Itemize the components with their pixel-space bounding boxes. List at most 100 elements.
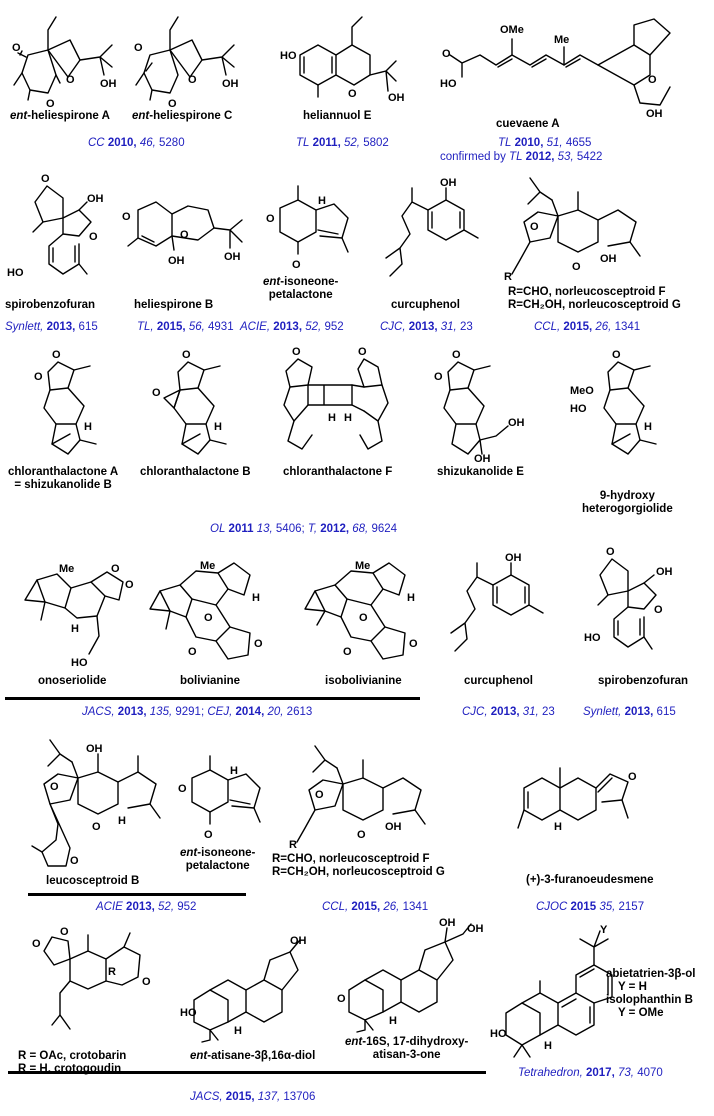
compound-name-ent-atisane-diol: ent-atisane-3β,16α-diol: [190, 1050, 316, 1062]
atom-oh: OH: [87, 193, 104, 205]
atom-oh: OH: [474, 453, 491, 465]
atom-o: O: [92, 821, 101, 833]
divider-rule: [28, 893, 246, 896]
reference-jacs-2013-cej-2014: JACS, 2013, 135, 9291; CEJ, 2014, 20, 26…: [82, 706, 313, 718]
structure-ent-atisane-diol: OH HO H: [180, 930, 320, 1045]
atom-o: O: [358, 346, 367, 358]
compound-name-shizukanolide-e: shizukanolide E: [437, 466, 524, 478]
atom-o: O: [125, 579, 134, 591]
atom-me: Me: [59, 563, 74, 575]
atom-ho: HO: [71, 657, 88, 669]
atom-o: O: [180, 229, 189, 241]
atom-o: O: [134, 42, 143, 54]
atom-r: R: [108, 966, 116, 978]
atom-o: O: [34, 371, 43, 383]
atom-oh: OH: [100, 78, 117, 90]
atom-o: O: [66, 74, 75, 86]
compound-name-ent-isoneonepetalactone: ent-isoneone-petalactone: [263, 276, 339, 301]
atom-oh: OH: [646, 108, 663, 120]
atom-oh: OH: [656, 566, 673, 578]
atom-oh: OH: [600, 253, 617, 265]
atom-o: O: [122, 211, 131, 223]
atom-h: H: [71, 623, 79, 635]
atom-h: H: [318, 195, 326, 207]
atom-h: H: [407, 592, 415, 604]
compound-name-abietatrienol: abietatrien-3β-ol Y = H isolophanthin B …: [606, 968, 696, 1019]
atom-o: O: [204, 829, 213, 841]
atom-o: O: [434, 371, 443, 383]
atom-h: H: [230, 765, 238, 777]
reference-ol-2011-t-2012: OL 2011 13, 5406; T, 2012, 68, 9624: [210, 523, 398, 535]
compound-name-chloranthalactone-a: chloranthalactone A= shizukanolide B: [8, 466, 119, 491]
atom-o: O: [60, 926, 69, 938]
atom-oh: OH: [290, 935, 307, 947]
atom-o: O: [32, 938, 41, 950]
atom-me: Me: [554, 34, 569, 46]
atom-oh: OH: [508, 417, 525, 429]
atom-o: O: [266, 213, 275, 225]
atom-meo: MeO: [570, 385, 594, 397]
reference-synlett-2013: Synlett, 2013, 615: [5, 321, 98, 333]
atom-h: H: [84, 421, 92, 433]
atom-o: O: [52, 349, 61, 361]
reference-ccl-2015: CCL, 2015, 26, 1341: [534, 321, 641, 333]
reference-cjc-2013-b: CJC, 2013, 31, 23: [462, 706, 555, 718]
atom-o: O: [452, 349, 461, 361]
structure-isobolivianine: Me O O O H: [295, 555, 435, 670]
atom-o: O: [168, 98, 177, 110]
structure-curcuphenol-2: OH: [445, 552, 555, 670]
atom-ome: OMe: [500, 24, 524, 36]
divider-rule: [8, 1071, 486, 1074]
reference-tl-2010: TL 2010, 51, 4655: [498, 137, 592, 149]
structure-ent-isoneonepetalactone-2: O O H: [170, 752, 270, 842]
compound-name-ent-heliespirone-a: ent-heliespirone A: [10, 110, 110, 122]
reference-cjoc-2015: CJOC 2015 35, 2157: [536, 901, 645, 913]
atom-o: O: [343, 646, 352, 658]
reference-acie-2013: ACIE, 2013, 52, 952: [240, 321, 344, 333]
atom-o: O: [89, 231, 98, 243]
structure-cuevaene-a: O HO OMe Me O OH: [440, 5, 710, 120]
structure-heliannuol-e: HO O OH: [280, 5, 410, 105]
structure-chloranthalactone-b: O O H: [150, 349, 260, 465]
compound-name-heliannuol-e: heliannuol E: [303, 110, 372, 122]
structure-ent-16s-dihydroxy-atisanone: OH OH O H: [335, 917, 485, 1033]
compound-name-spirobenzofuran: spirobenzofuran: [5, 299, 96, 311]
atom-o: O: [254, 638, 263, 650]
structure-norleucosceptroid-2: O O OH R: [285, 738, 485, 853]
atom-oh: OH: [168, 255, 185, 267]
atom-oh: OH: [86, 743, 103, 755]
structure-heliespirone-b: O O OH OH: [118, 180, 248, 290]
atom-o: O: [348, 88, 357, 100]
atom-oh: OH: [439, 917, 456, 929]
compound-name-curcuphenol: curcuphenol: [391, 299, 461, 311]
atom-oh: OH: [505, 552, 522, 564]
atom-h: H: [554, 821, 562, 833]
reference-jacs-2015: JACS, 2015, 137, 13706: [190, 1091, 316, 1103]
atom-o: O: [46, 98, 55, 110]
atom-o: O: [357, 829, 366, 841]
reference-tl-2012-confirmed: confirmed by TL 2012, 53, 5422: [440, 151, 603, 163]
structure-norleucosceptroid: O O OH R: [500, 170, 700, 285]
compound-name-spirobenzofuran-2: spirobenzofuran: [598, 675, 689, 687]
structure-3-furanoeudesmene: O H: [510, 752, 660, 852]
compound-name-heliespirone-b: heliespirone B: [134, 299, 214, 311]
atom-o: O: [654, 604, 663, 616]
structure-spirobenzofuran-2: O OH O HO: [570, 545, 690, 665]
atom-o: O: [442, 48, 451, 60]
reference-synlett-2013-b: Synlett, 2013, 615: [583, 706, 676, 718]
structure-abietatrienol: Y HO H: [488, 924, 628, 1065]
atom-oh: OH: [222, 78, 239, 90]
atom-r: R: [504, 271, 512, 283]
compound-name-ent-isoneonepetalactone-2: ent-isoneone-petalactone: [180, 847, 256, 872]
atom-o: O: [315, 789, 324, 801]
atom-ho: HO: [280, 50, 297, 62]
atom-h: H: [328, 412, 336, 424]
atom-oh: OH: [385, 821, 402, 833]
atom-o: O: [142, 976, 151, 988]
reference-acie-2013-b: ACIE 2013, 52, 952: [96, 901, 197, 913]
reference-cjc-2013: CJC, 2013, 31, 23: [380, 321, 473, 333]
compound-name-curcuphenol-2: curcuphenol: [464, 675, 534, 687]
structure-leucosceptroid-b: OH O O H O: [30, 728, 170, 868]
